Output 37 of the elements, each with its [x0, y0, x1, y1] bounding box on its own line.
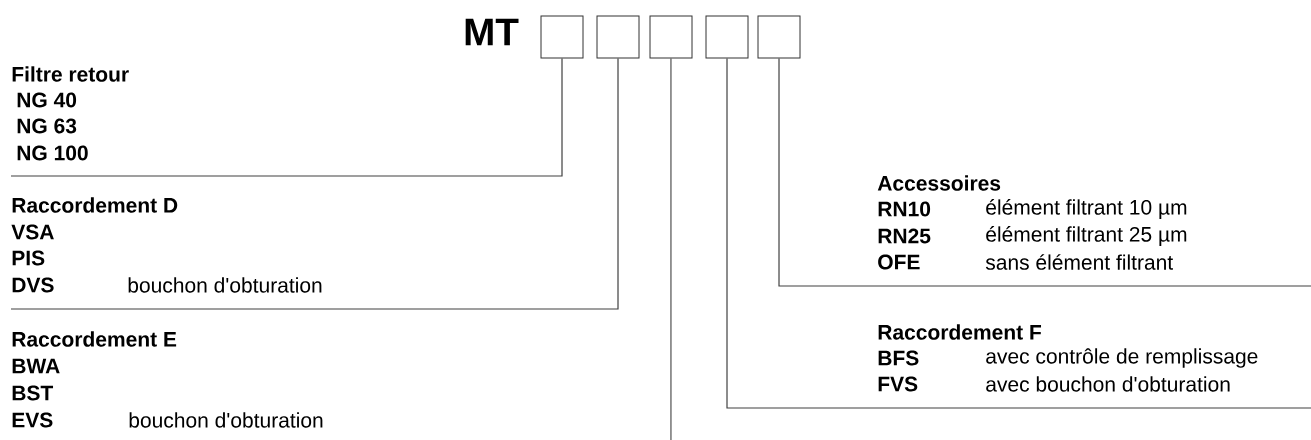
code-prefix: MT	[465, 18, 519, 46]
section-heading: Accessoires	[877, 175, 1001, 191]
option-code: VSA	[11, 224, 54, 240]
code-box	[649, 15, 693, 59]
option-description: bouchon d'obturation	[128, 277, 322, 293]
leader-line	[10, 57, 619, 310]
option-code: NG 63	[17, 118, 77, 134]
option-description: bouchon d'obturation	[129, 412, 323, 428]
option-code: RN25	[878, 228, 931, 244]
code-box	[596, 15, 640, 59]
option-description: avec bouchon d'obturation	[986, 376, 1230, 392]
option-description: avec contrôle de remplissage	[986, 348, 1258, 368]
option-code: NG 40	[17, 92, 77, 108]
option-code: BFS	[878, 350, 919, 366]
leader-line	[726, 57, 1311, 409]
option-code: BST	[12, 385, 54, 401]
code-box	[757, 15, 801, 59]
leader-line	[778, 57, 1311, 287]
code-box	[540, 15, 584, 59]
option-code: NG 100	[17, 145, 88, 161]
option-code: FVS	[878, 376, 918, 392]
leader-line	[10, 57, 563, 177]
section-heading: Raccordement D	[12, 197, 178, 213]
option-code: DVS	[12, 277, 54, 293]
option-code: RN10	[878, 201, 931, 217]
section-heading: Raccordement F	[878, 324, 1041, 340]
section-heading: Filtre retour	[12, 66, 129, 82]
option-code: BWA	[12, 358, 60, 374]
option-description: élément filtrant 25 µm	[986, 226, 1187, 246]
option-code: EVS	[12, 412, 53, 428]
code-box	[705, 15, 749, 59]
section-heading: Raccordement E	[12, 331, 177, 347]
leader-line	[670, 57, 672, 440]
option-code: OFE	[878, 254, 920, 270]
option-description: élément filtrant 10 µm	[986, 199, 1187, 219]
option-description: sans élément filtrant	[985, 254, 1173, 270]
option-code: PIS	[12, 250, 45, 266]
